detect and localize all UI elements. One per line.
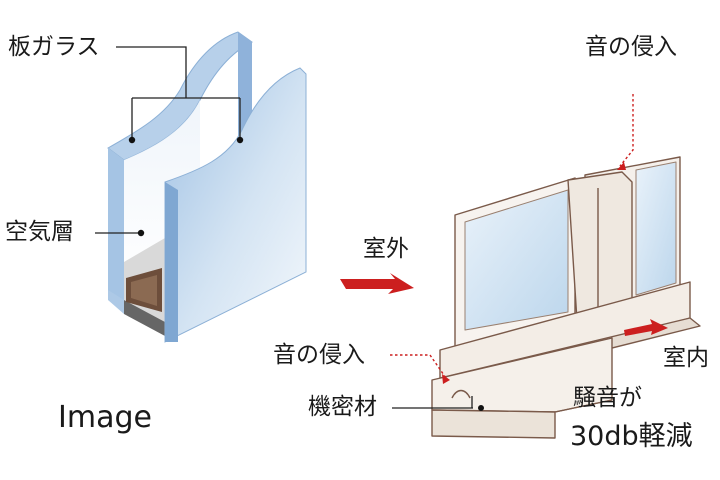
air-point (137, 229, 145, 237)
front-sash-glass (635, 161, 677, 296)
leader-lines-right (392, 396, 473, 409)
label-sound-intrusion-top: 音の侵入 (585, 34, 677, 60)
label-sheet-glass: 板ガラス (8, 34, 100, 60)
glass-point-2 (236, 136, 244, 144)
front-glass-edge (165, 182, 178, 342)
leader-lines-left (95, 46, 241, 234)
label-sealant: 機密材 (308, 394, 377, 420)
caption-image: Image (58, 400, 152, 435)
window-section-illustration (431, 156, 701, 439)
label-sound-intrusion-bottom: 音の侵入 (273, 342, 365, 368)
sound-path-top (619, 94, 634, 167)
sound-path-bottom (390, 354, 447, 379)
label-noise-reduction-1: 騒音が (573, 385, 642, 411)
label-inside: 室内 (663, 345, 709, 371)
glass-unit-illustration (95, 31, 307, 343)
seal-point (478, 405, 484, 411)
label-outside: 室外 (363, 236, 409, 262)
glass-point-1 (128, 136, 136, 144)
front-glass-pane (164, 67, 307, 343)
spacer-bar (124, 238, 165, 336)
inside-arrow (624, 319, 668, 336)
label-noise-reduction-2: 30db軽減 (570, 421, 693, 452)
back-sash-glass (464, 189, 569, 331)
label-air-layer: 空気層 (5, 219, 74, 245)
outside-arrow (340, 273, 414, 294)
sound-paths (390, 94, 634, 379)
